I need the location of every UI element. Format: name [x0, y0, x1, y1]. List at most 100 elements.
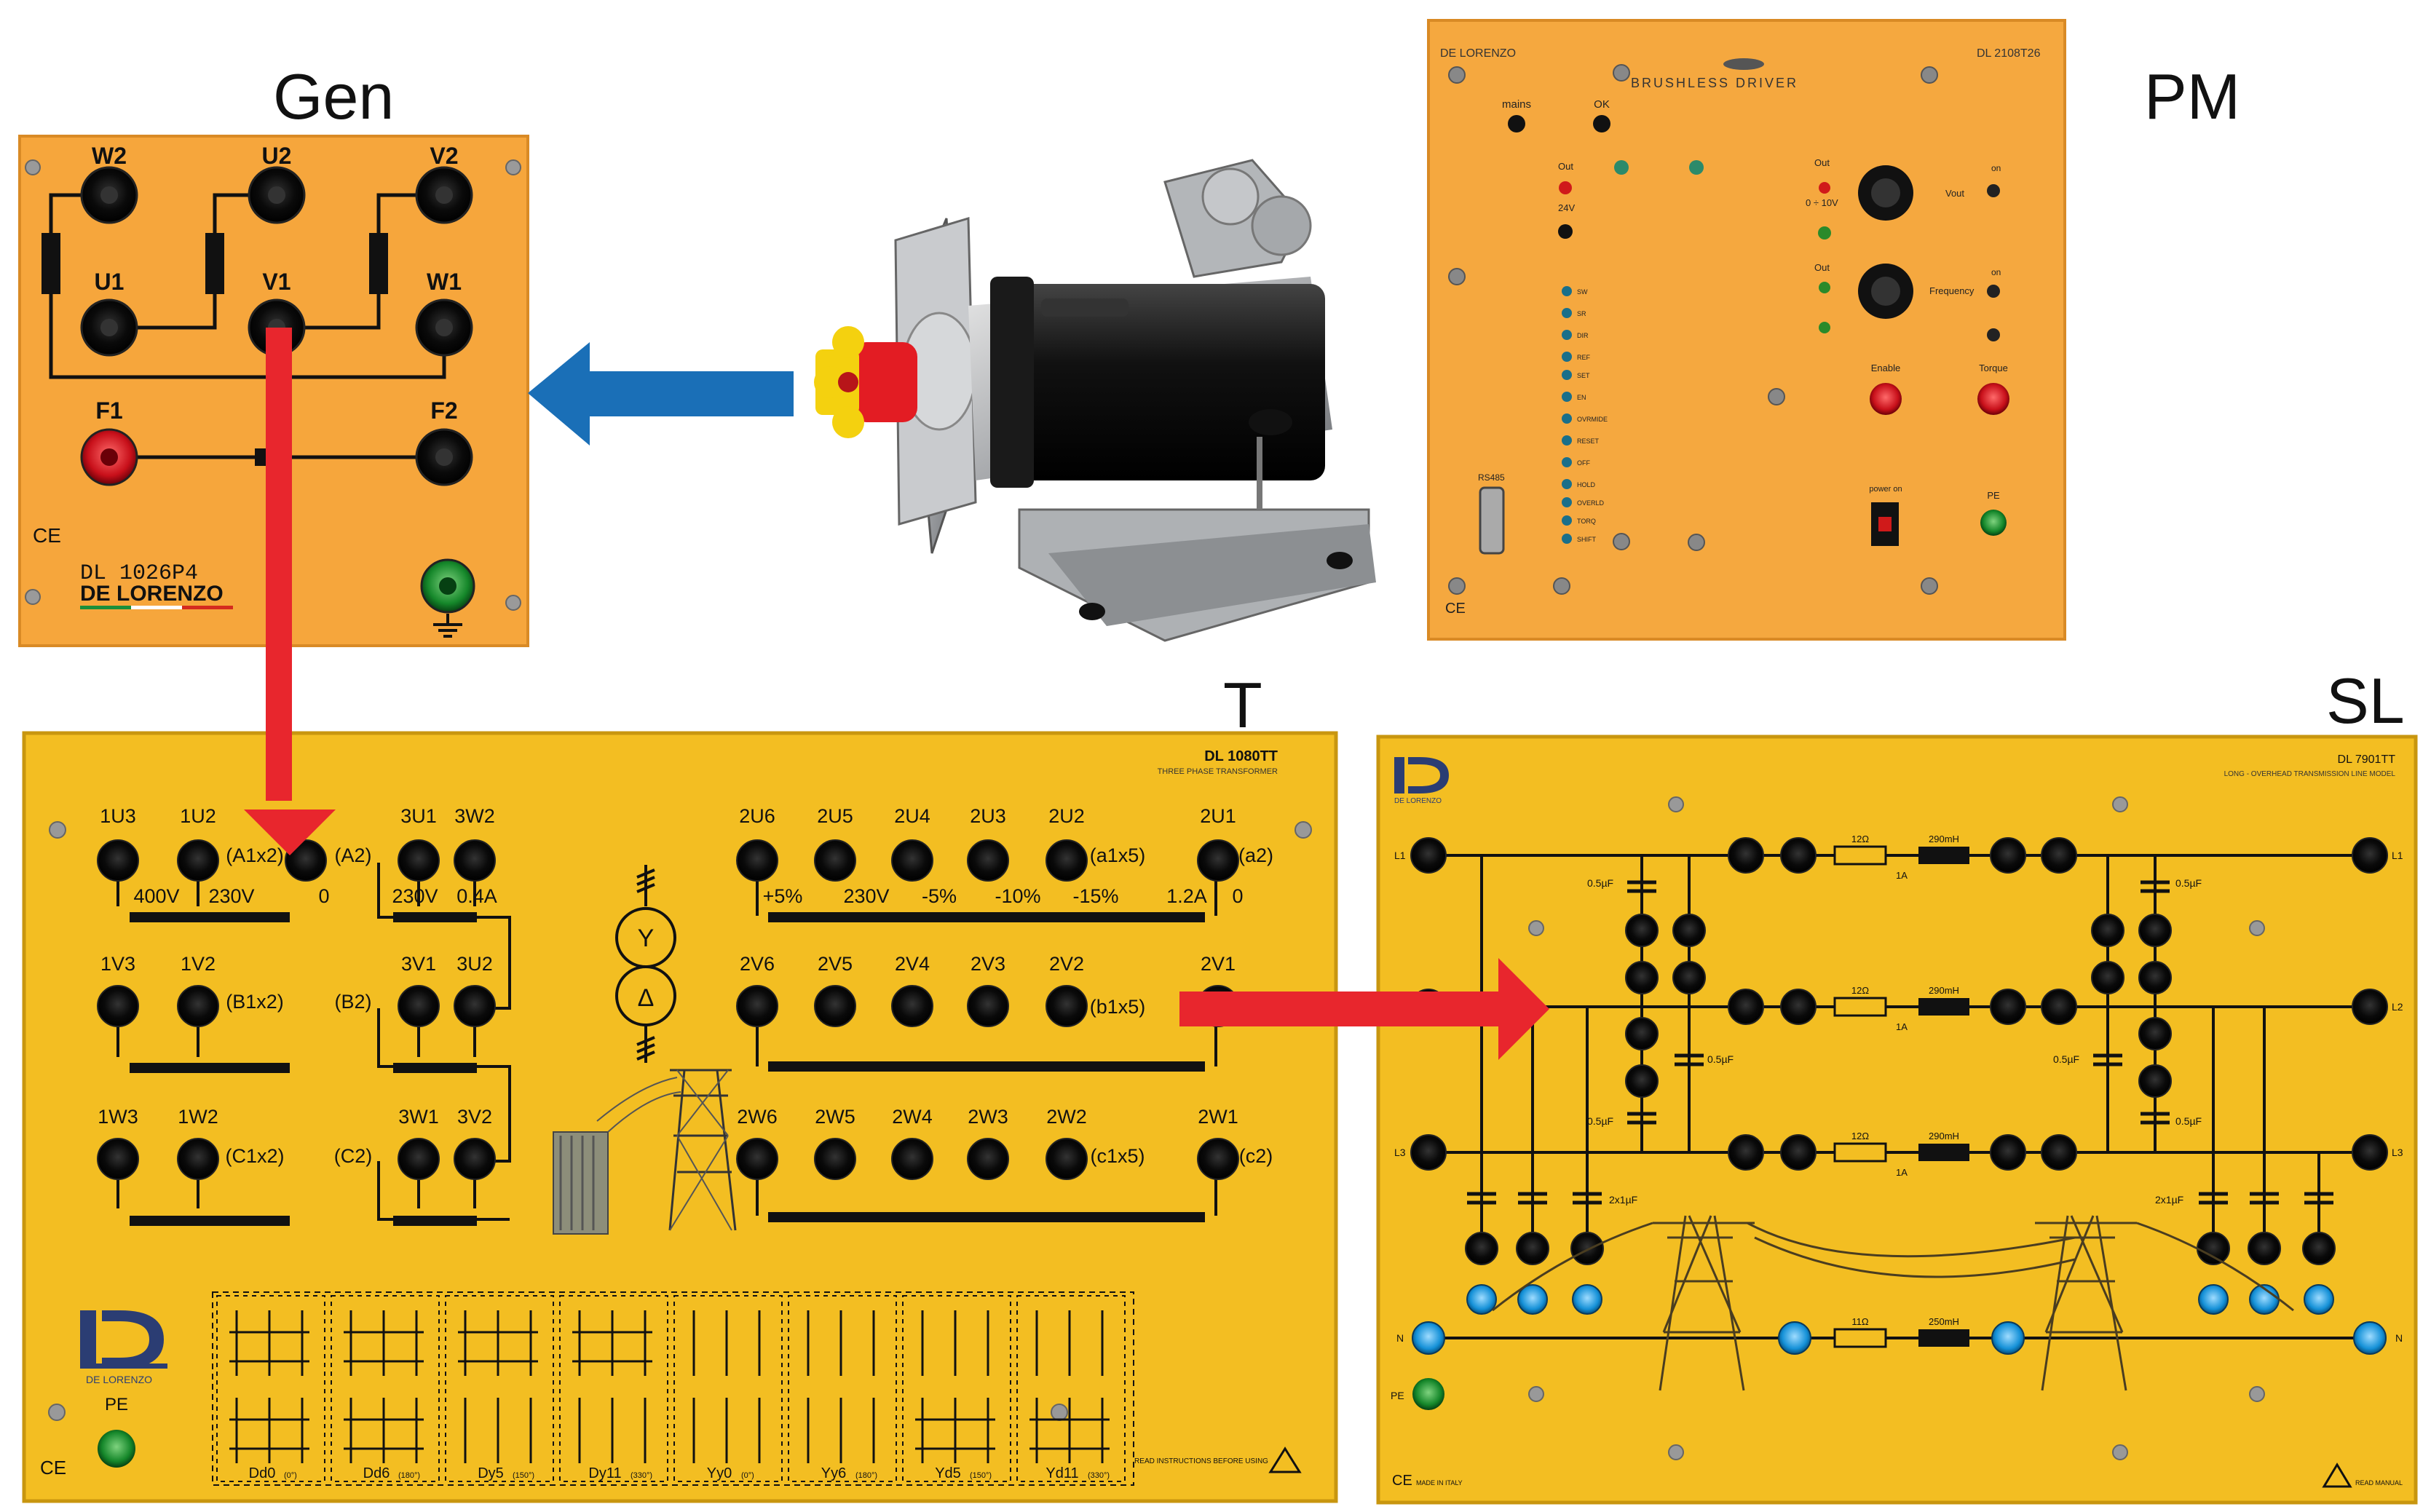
pm-dip-12: SHIFT — [1577, 536, 1597, 543]
t-socket-1u1[interactable] — [285, 839, 327, 882]
pm-knob-vout[interactable] — [1858, 165, 1913, 221]
sl-label-l2-right: L2 — [2392, 1001, 2403, 1013]
pm-enable-button[interactable] — [1870, 383, 1902, 415]
t-label-2u3: 2U3 — [970, 805, 1006, 827]
t-socket-2w1[interactable] — [1197, 1138, 1239, 1180]
sl-socket-l1-out[interactable] — [2352, 837, 2388, 874]
sl-a2: 1A — [1896, 1021, 1908, 1032]
t-symbol-y: Y — [638, 925, 655, 952]
t-socket-1u2[interactable] — [177, 839, 219, 882]
t-volt-230b: 230V — [392, 885, 438, 907]
pm-rs485-port[interactable] — [1479, 486, 1505, 555]
vg-yd11-deg: (330°) — [1088, 1471, 1110, 1480]
transformer-symbol-icon — [615, 865, 676, 1063]
pm-torque-button[interactable] — [1977, 383, 2009, 415]
pm-frequency-label: Frequency — [1929, 285, 1975, 296]
motor-icon — [814, 159, 1376, 642]
t-socket-2u6[interactable] — [736, 839, 778, 882]
t-pct-p5: +5% — [763, 885, 803, 907]
t-socket-3u2[interactable] — [454, 985, 496, 1027]
t-socket-2u4[interactable] — [891, 839, 933, 882]
t-pe-socket[interactable] — [98, 1430, 135, 1468]
t-socket-3w2[interactable] — [454, 839, 496, 882]
t-socket-2v3[interactable] — [967, 985, 1009, 1027]
vector-group-panel — [212, 1291, 1134, 1486]
t-socket-3v1[interactable] — [398, 985, 440, 1027]
t-socket-2u1[interactable] — [1197, 839, 1239, 882]
pm-24v-plus[interactable] — [1559, 181, 1572, 194]
t-socket-3v2[interactable] — [454, 1138, 496, 1180]
t-socket-1w3[interactable] — [97, 1138, 139, 1180]
t-socket-2v4[interactable] — [891, 985, 933, 1027]
t-label-2v1: 2V1 — [1201, 953, 1236, 975]
de-lorenzo-logo — [80, 1310, 167, 1369]
vg-dd6: Dd6 — [363, 1465, 390, 1481]
sl-socket-l3-in[interactable] — [1410, 1134, 1447, 1171]
t-label-c2: (C2) — [334, 1145, 373, 1167]
t-socket-1w2[interactable] — [177, 1138, 219, 1180]
t-pct-m10: -10% — [995, 885, 1040, 907]
t-pct-m5: -5% — [922, 885, 957, 907]
sl-socket-n-out[interactable] — [2353, 1321, 2387, 1355]
t-socket-2w3[interactable] — [967, 1138, 1009, 1180]
t-label-1w3: 1W3 — [98, 1106, 138, 1128]
sl-l1: 290mH — [1929, 834, 1959, 844]
t-pct-230: 230V — [843, 885, 889, 907]
t-socket-2v6[interactable] — [736, 985, 778, 1027]
sl-r3: 12Ω — [1851, 1131, 1869, 1141]
sl-line-n — [1833, 1328, 1969, 1348]
t-socket-2w5[interactable] — [814, 1138, 856, 1180]
sl-line-l3 — [1833, 1142, 1969, 1163]
vg-dy11: Dy11 — [588, 1465, 621, 1481]
pm-panel-label: PM — [2144, 60, 2240, 132]
t-socket-1u3[interactable] — [97, 839, 139, 882]
gen-brand: DE LORENZO — [80, 582, 224, 606]
t-label-3u2: 3U2 — [456, 953, 493, 975]
sl-a1: 1A — [1896, 870, 1908, 881]
t-socket-2v2[interactable] — [1046, 985, 1088, 1027]
sl-socket-n-in[interactable] — [1412, 1321, 1445, 1355]
pm-24v-minus[interactable] — [1558, 224, 1573, 239]
t-volt-230: 230V — [208, 885, 254, 907]
t-socket-1v3[interactable] — [97, 985, 139, 1027]
t-ce-mark: CE — [40, 1457, 66, 1479]
gen-label-v1: V1 — [262, 269, 290, 295]
vg-dy5: Dy5 — [478, 1465, 504, 1481]
t-label-1w2: 1W2 — [178, 1106, 218, 1128]
sl-socket-l2-out[interactable] — [2352, 989, 2388, 1025]
sl-ln: 250mH — [1929, 1316, 1959, 1327]
t-socket-2u5[interactable] — [814, 839, 856, 882]
transformer-picture-icon — [553, 1069, 737, 1235]
pm-model: DL 2108T26 — [1977, 47, 2041, 60]
t-socket-3u1[interactable] — [398, 839, 440, 882]
pm-knob-frequency[interactable] — [1858, 264, 1913, 319]
t-socket-2w2[interactable] — [1046, 1138, 1088, 1180]
sl-cap-label-3: 0.5µF — [1587, 1115, 1613, 1127]
sl-pe-socket[interactable] — [1412, 1378, 1444, 1410]
pm-pe-label: PE — [1987, 490, 2000, 501]
t-socket-3w1[interactable] — [398, 1138, 440, 1180]
sl-panel: DE LORENZO DL 7901TT LONG - OVERHEAD TRA… — [1376, 735, 2418, 1505]
pm-pe-socket[interactable] — [1980, 510, 2007, 536]
t-label-2v5: 2V5 — [818, 953, 853, 975]
pm-on-label-2: on — [1991, 267, 2001, 277]
gen-label-w2: W2 — [92, 143, 127, 169]
t-socket-2w6[interactable] — [736, 1138, 778, 1180]
sl-socket-l3-out[interactable] — [2352, 1134, 2388, 1171]
t-label-3v2: 3V2 — [457, 1106, 492, 1128]
ground-icon — [433, 614, 462, 638]
sl-r1: 12Ω — [1851, 834, 1869, 844]
vg-yy6-deg: (180°) — [855, 1471, 877, 1480]
gen-label-f1: F1 — [95, 397, 122, 424]
t-socket-1v2[interactable] — [177, 985, 219, 1027]
sl-label-n-right: N — [2395, 1332, 2403, 1344]
t-socket-2w4[interactable] — [891, 1138, 933, 1180]
t-label-2u6: 2U6 — [739, 805, 775, 827]
t-socket-2u3[interactable] — [967, 839, 1009, 882]
t-socket-2u2[interactable] — [1046, 839, 1088, 882]
t-socket-2v5[interactable] — [814, 985, 856, 1027]
sl-socket-l1-in[interactable] — [1410, 837, 1447, 874]
t-label-2w6: 2W6 — [737, 1106, 778, 1128]
sl-logo — [1394, 757, 1449, 793]
gen-ce-mark: CE — [33, 524, 61, 547]
